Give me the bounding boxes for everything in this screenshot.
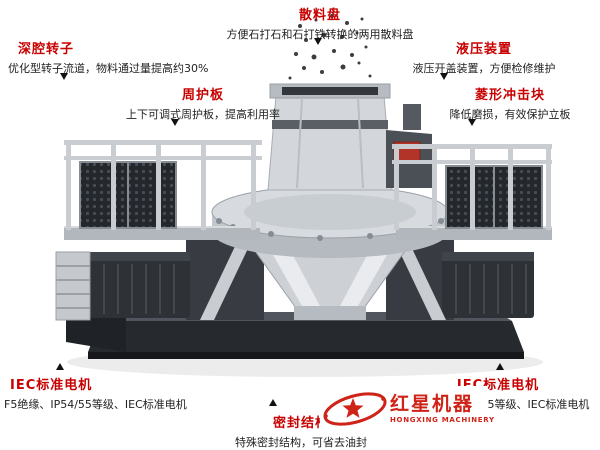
left-motor (90, 252, 190, 318)
rotor-disc (211, 185, 449, 258)
right-support-brace (394, 240, 446, 320)
logo-text: 红星机器 HONGXING MACHINERY (390, 394, 495, 424)
annotation-title: 菱形冲击块 (474, 88, 545, 103)
left-support-brace (200, 240, 252, 320)
pointer-down-icon (314, 38, 322, 45)
annotation-desc: 优化型转子流道，物料通过量提高约30% (8, 62, 209, 75)
material-particles (288, 14, 372, 80)
annotation-diamond-impact-block: 菱形冲击块 降低磨损，有效保护立板 (440, 84, 580, 126)
pointer-down-icon (60, 73, 68, 80)
annotation-desc: 上下可调式周护板，提高利用率 (126, 108, 280, 121)
left-guard-panel (79, 161, 177, 229)
pointer-up-icon (496, 363, 504, 370)
pointer-up-icon (269, 399, 277, 406)
pointer-up-icon (56, 363, 64, 370)
logo-name-en: HONGXING MACHINERY (390, 415, 495, 424)
hongxing-logo: 红星机器 HONGXING MACHINERY (320, 386, 494, 432)
annotation-desc: F5绝缘、IP54/55等级、IEC标准电机 (4, 398, 187, 411)
pointer-down-icon (171, 119, 179, 126)
right-motor (442, 252, 534, 318)
crusher-cone (249, 243, 411, 320)
annotation-deep-cavity-rotor: 深腔转子 优化型转子流道，物料通过量提高约30% (8, 38, 209, 80)
annotation-title: 深腔转子 (18, 42, 75, 57)
annotation-hydraulic-device: 液压装置 液压开盖装置，方便检修维护 (402, 38, 566, 80)
feed-hopper (267, 83, 393, 191)
right-railing (392, 144, 552, 230)
annotation-title: 散料盘 (298, 8, 341, 23)
pointer-down-icon (468, 119, 476, 126)
annotation-iec-motor-left: IEC标准电机 F5绝缘、IP54/55等级、IEC标准电机 (4, 363, 187, 412)
logo-name-cn: 红星机器 (390, 393, 475, 416)
left-railing (64, 140, 262, 230)
pointer-down-icon (440, 73, 448, 80)
annotation-title: IEC标准电机 (10, 378, 93, 393)
hongxing-star-icon (323, 392, 387, 426)
annotation-desc: 特殊密封结构，可省去油封 (235, 436, 367, 449)
annotation-scatter-plate: 散料盘 方便石打石和石打铁转换的两用散料盘 (206, 4, 434, 45)
left-stairs (55, 251, 91, 321)
annotation-seal-structure: 密封结构 特殊密封结构，可省去油封 (225, 399, 377, 450)
annotation-title: 液压装置 (455, 42, 512, 57)
annotation-desc: 降低磨损，有效保护立板 (449, 108, 571, 121)
annotation-title: 密封结构 (272, 416, 329, 431)
annotation-desc: 液压开盖装置，方便检修维护 (412, 62, 556, 75)
annotation-desc: 方便石打石和石打铁转换的两用散料盘 (226, 28, 414, 41)
right-guard-panel (445, 165, 543, 229)
annotation-title: 周护板 (181, 88, 224, 103)
annotation-peripheral-guard-plate: 周护板 上下可调式周护板，提高利用率 (119, 84, 287, 126)
